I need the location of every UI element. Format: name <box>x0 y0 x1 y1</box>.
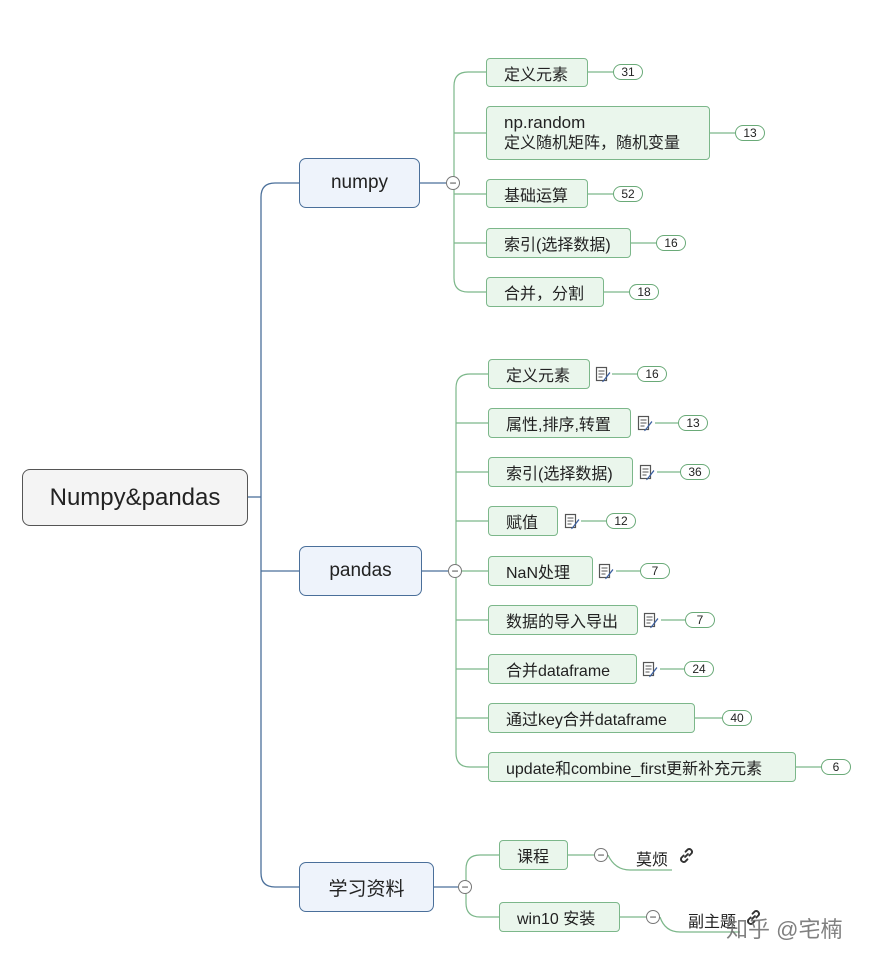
collapse-numpy-button[interactable]: − <box>446 176 460 190</box>
numpy-basic-ops-count-badge[interactable]: 52 <box>613 186 643 202</box>
subtopic-label: 通过key合并dataframe <box>506 712 667 729</box>
resources-subtopic-course[interactable]: 课程 <box>499 840 568 870</box>
subtopic-label: 基础运算 <box>504 187 569 205</box>
pandas-subtopic-merge-dataframe[interactable]: 合并dataframe <box>488 654 637 684</box>
pandas-indexing-count-badge[interactable]: 36 <box>680 464 710 480</box>
subtopic-label: 数据的导入导出 <box>506 614 619 631</box>
numpy-define-count-badge[interactable]: 31 <box>613 64 643 80</box>
root-topic-label: Numpy&pandas <box>49 483 221 511</box>
pandas-update-combine-count-badge[interactable]: 6 <box>821 759 851 775</box>
subtopic-label: 合并，分割 <box>504 286 585 303</box>
subtopic-label: 赋值 <box>506 515 539 532</box>
topic-numpy[interactable]: numpy <box>299 158 420 208</box>
subtopic-label: 属性,排序,转置 <box>506 417 611 434</box>
win10-leaf-subtopic[interactable]: 副主题 <box>688 914 737 931</box>
pandas-import-export-count-badge[interactable]: 7 <box>685 612 715 628</box>
topic-pandas-label: pandas <box>329 560 392 581</box>
collapse-resources-button[interactable]: − <box>458 880 472 894</box>
subtopic-label: 定义元素 <box>506 368 571 385</box>
pandas-subtopic-indexing[interactable]: 索引(选择数据) <box>488 457 633 487</box>
note-icon[interactable] <box>595 366 611 384</box>
note-icon[interactable] <box>637 415 653 433</box>
numpy-merge-split-count-badge[interactable]: 18 <box>629 284 659 300</box>
pandas-assign-count-badge[interactable]: 12 <box>606 513 636 529</box>
pandas-nan-count-badge[interactable]: 7 <box>640 563 670 579</box>
topic-numpy-label: numpy <box>330 172 389 193</box>
numpy-indexing-count-badge[interactable]: 16 <box>656 235 686 251</box>
collapse-course-button[interactable]: − <box>594 848 608 862</box>
link-icon[interactable] <box>677 846 696 865</box>
subtopic-label: 索引(选择数据) <box>506 466 613 483</box>
pandas-define-count-badge[interactable]: 16 <box>637 366 667 382</box>
numpy-random-count-badge[interactable]: 13 <box>735 125 765 141</box>
pandas-merge-by-key-count-badge[interactable]: 40 <box>722 710 752 726</box>
course-leaf-mofan[interactable]: 莫烦 <box>636 852 669 869</box>
watermark: 知乎 @宅楠 <box>726 917 843 942</box>
note-icon[interactable] <box>643 612 659 630</box>
collapse-pandas-button[interactable]: − <box>448 564 462 578</box>
numpy-subtopic-basic-ops[interactable]: 基础运算 <box>486 179 588 208</box>
note-icon[interactable] <box>598 563 614 581</box>
subtopic-label: update和combine_first更新补充元素 <box>506 761 763 778</box>
pandas-subtopic-import-export[interactable]: 数据的导入导出 <box>488 605 638 635</box>
numpy-subtopic-indexing[interactable]: 索引(选择数据) <box>486 228 631 258</box>
pandas-attributes-count-badge[interactable]: 13 <box>678 415 708 431</box>
pandas-merge-dataframe-count-badge[interactable]: 24 <box>684 661 714 677</box>
subtopic-label: 索引(选择数据) <box>504 237 611 254</box>
numpy-subtopic-random[interactable]: np.random 定义随机矩阵，随机变量 <box>486 106 710 160</box>
resources-subtopic-win10-install[interactable]: win10 安装 <box>499 902 620 932</box>
subtopic-label: 合并dataframe <box>506 663 611 680</box>
pandas-subtopic-merge-by-key[interactable]: 通过key合并dataframe <box>488 703 695 733</box>
note-icon[interactable] <box>564 513 580 531</box>
subtopic-label: NaN处理 <box>506 565 571 582</box>
subtopic-label: 定义元素 <box>504 66 569 84</box>
note-icon[interactable] <box>642 661 658 679</box>
pandas-subtopic-attributes-sort-transpose[interactable]: 属性,排序,转置 <box>488 408 631 438</box>
numpy-subtopic-define[interactable]: 定义元素 <box>486 58 588 87</box>
pandas-subtopic-update-combine-first[interactable]: update和combine_first更新补充元素 <box>488 752 796 782</box>
pandas-subtopic-define[interactable]: 定义元素 <box>488 359 590 389</box>
subtopic-label-line2: 定义随机矩阵，随机变量 <box>504 135 681 152</box>
topic-learning-resources-label: 学习资料 <box>328 878 405 900</box>
topic-learning-resources[interactable]: 学习资料 <box>299 862 434 912</box>
pandas-subtopic-assign[interactable]: 赋值 <box>488 506 558 536</box>
subtopic-label: 课程 <box>517 849 550 866</box>
note-icon[interactable] <box>639 464 655 482</box>
collapse-win10-install-button[interactable]: − <box>646 910 660 924</box>
root-topic[interactable]: Numpy&pandas <box>22 469 248 526</box>
subtopic-label: win10 安装 <box>517 911 596 928</box>
topic-pandas[interactable]: pandas <box>299 546 422 596</box>
link-icon[interactable] <box>744 908 763 927</box>
numpy-subtopic-merge-split[interactable]: 合并，分割 <box>486 277 604 307</box>
pandas-subtopic-nan[interactable]: NaN处理 <box>488 556 593 586</box>
subtopic-label-line1: np.random <box>504 113 586 132</box>
